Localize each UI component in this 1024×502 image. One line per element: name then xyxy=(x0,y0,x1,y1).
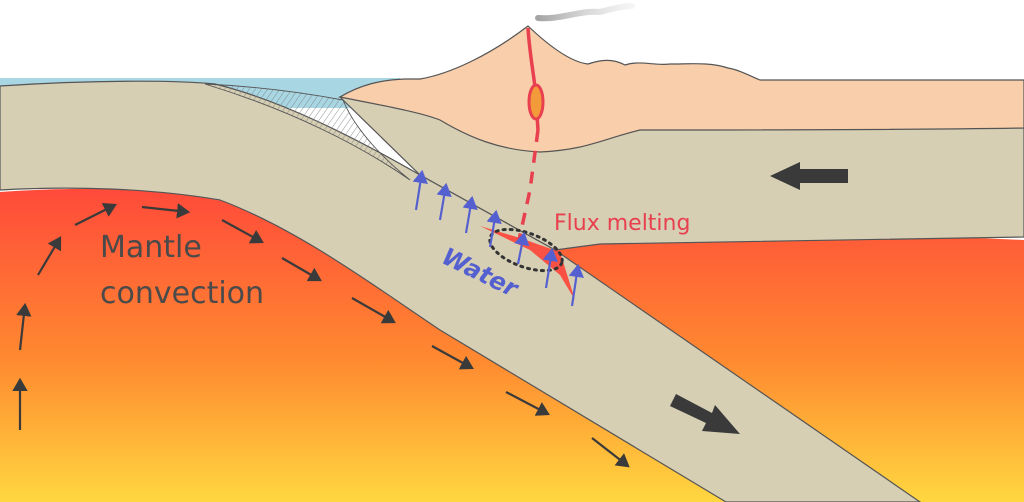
water-arrow xyxy=(412,169,428,211)
convection-arrow xyxy=(37,236,62,276)
subducting-plate xyxy=(0,80,922,502)
continental-crust xyxy=(338,25,1024,153)
convection-arrow xyxy=(16,302,32,351)
thick-arrow-left-icon xyxy=(770,162,848,190)
water-arrows xyxy=(412,169,584,307)
thick-arrow-down-right-icon xyxy=(670,394,740,434)
convection-arrow xyxy=(281,257,322,282)
water-arrow xyxy=(514,231,530,265)
accretionary-wedge xyxy=(204,83,411,181)
convection-arrow xyxy=(351,297,396,324)
convection-arrow xyxy=(141,203,191,219)
water-arrow xyxy=(542,247,558,289)
flux-melting-label: Flux melting xyxy=(554,211,690,236)
smoke-plume-icon xyxy=(535,3,635,22)
water-arrow xyxy=(486,209,502,248)
water-arrow xyxy=(568,263,584,307)
water-arrow xyxy=(462,195,478,234)
convection-arrow xyxy=(431,345,474,370)
water-arrow xyxy=(436,182,452,221)
mantle-label-line1: Mantle xyxy=(100,230,202,265)
magma-chamber xyxy=(527,83,545,121)
convection-arrow xyxy=(591,437,630,468)
magma-ascent-dashed xyxy=(517,129,540,241)
convection-arrow xyxy=(74,203,117,226)
convection-arrows xyxy=(12,203,630,468)
convection-arrow xyxy=(505,391,550,416)
convection-arrow xyxy=(221,219,264,244)
mantle-label-line2: convection xyxy=(100,276,264,311)
dotted-ellipse-icon xyxy=(488,227,564,273)
